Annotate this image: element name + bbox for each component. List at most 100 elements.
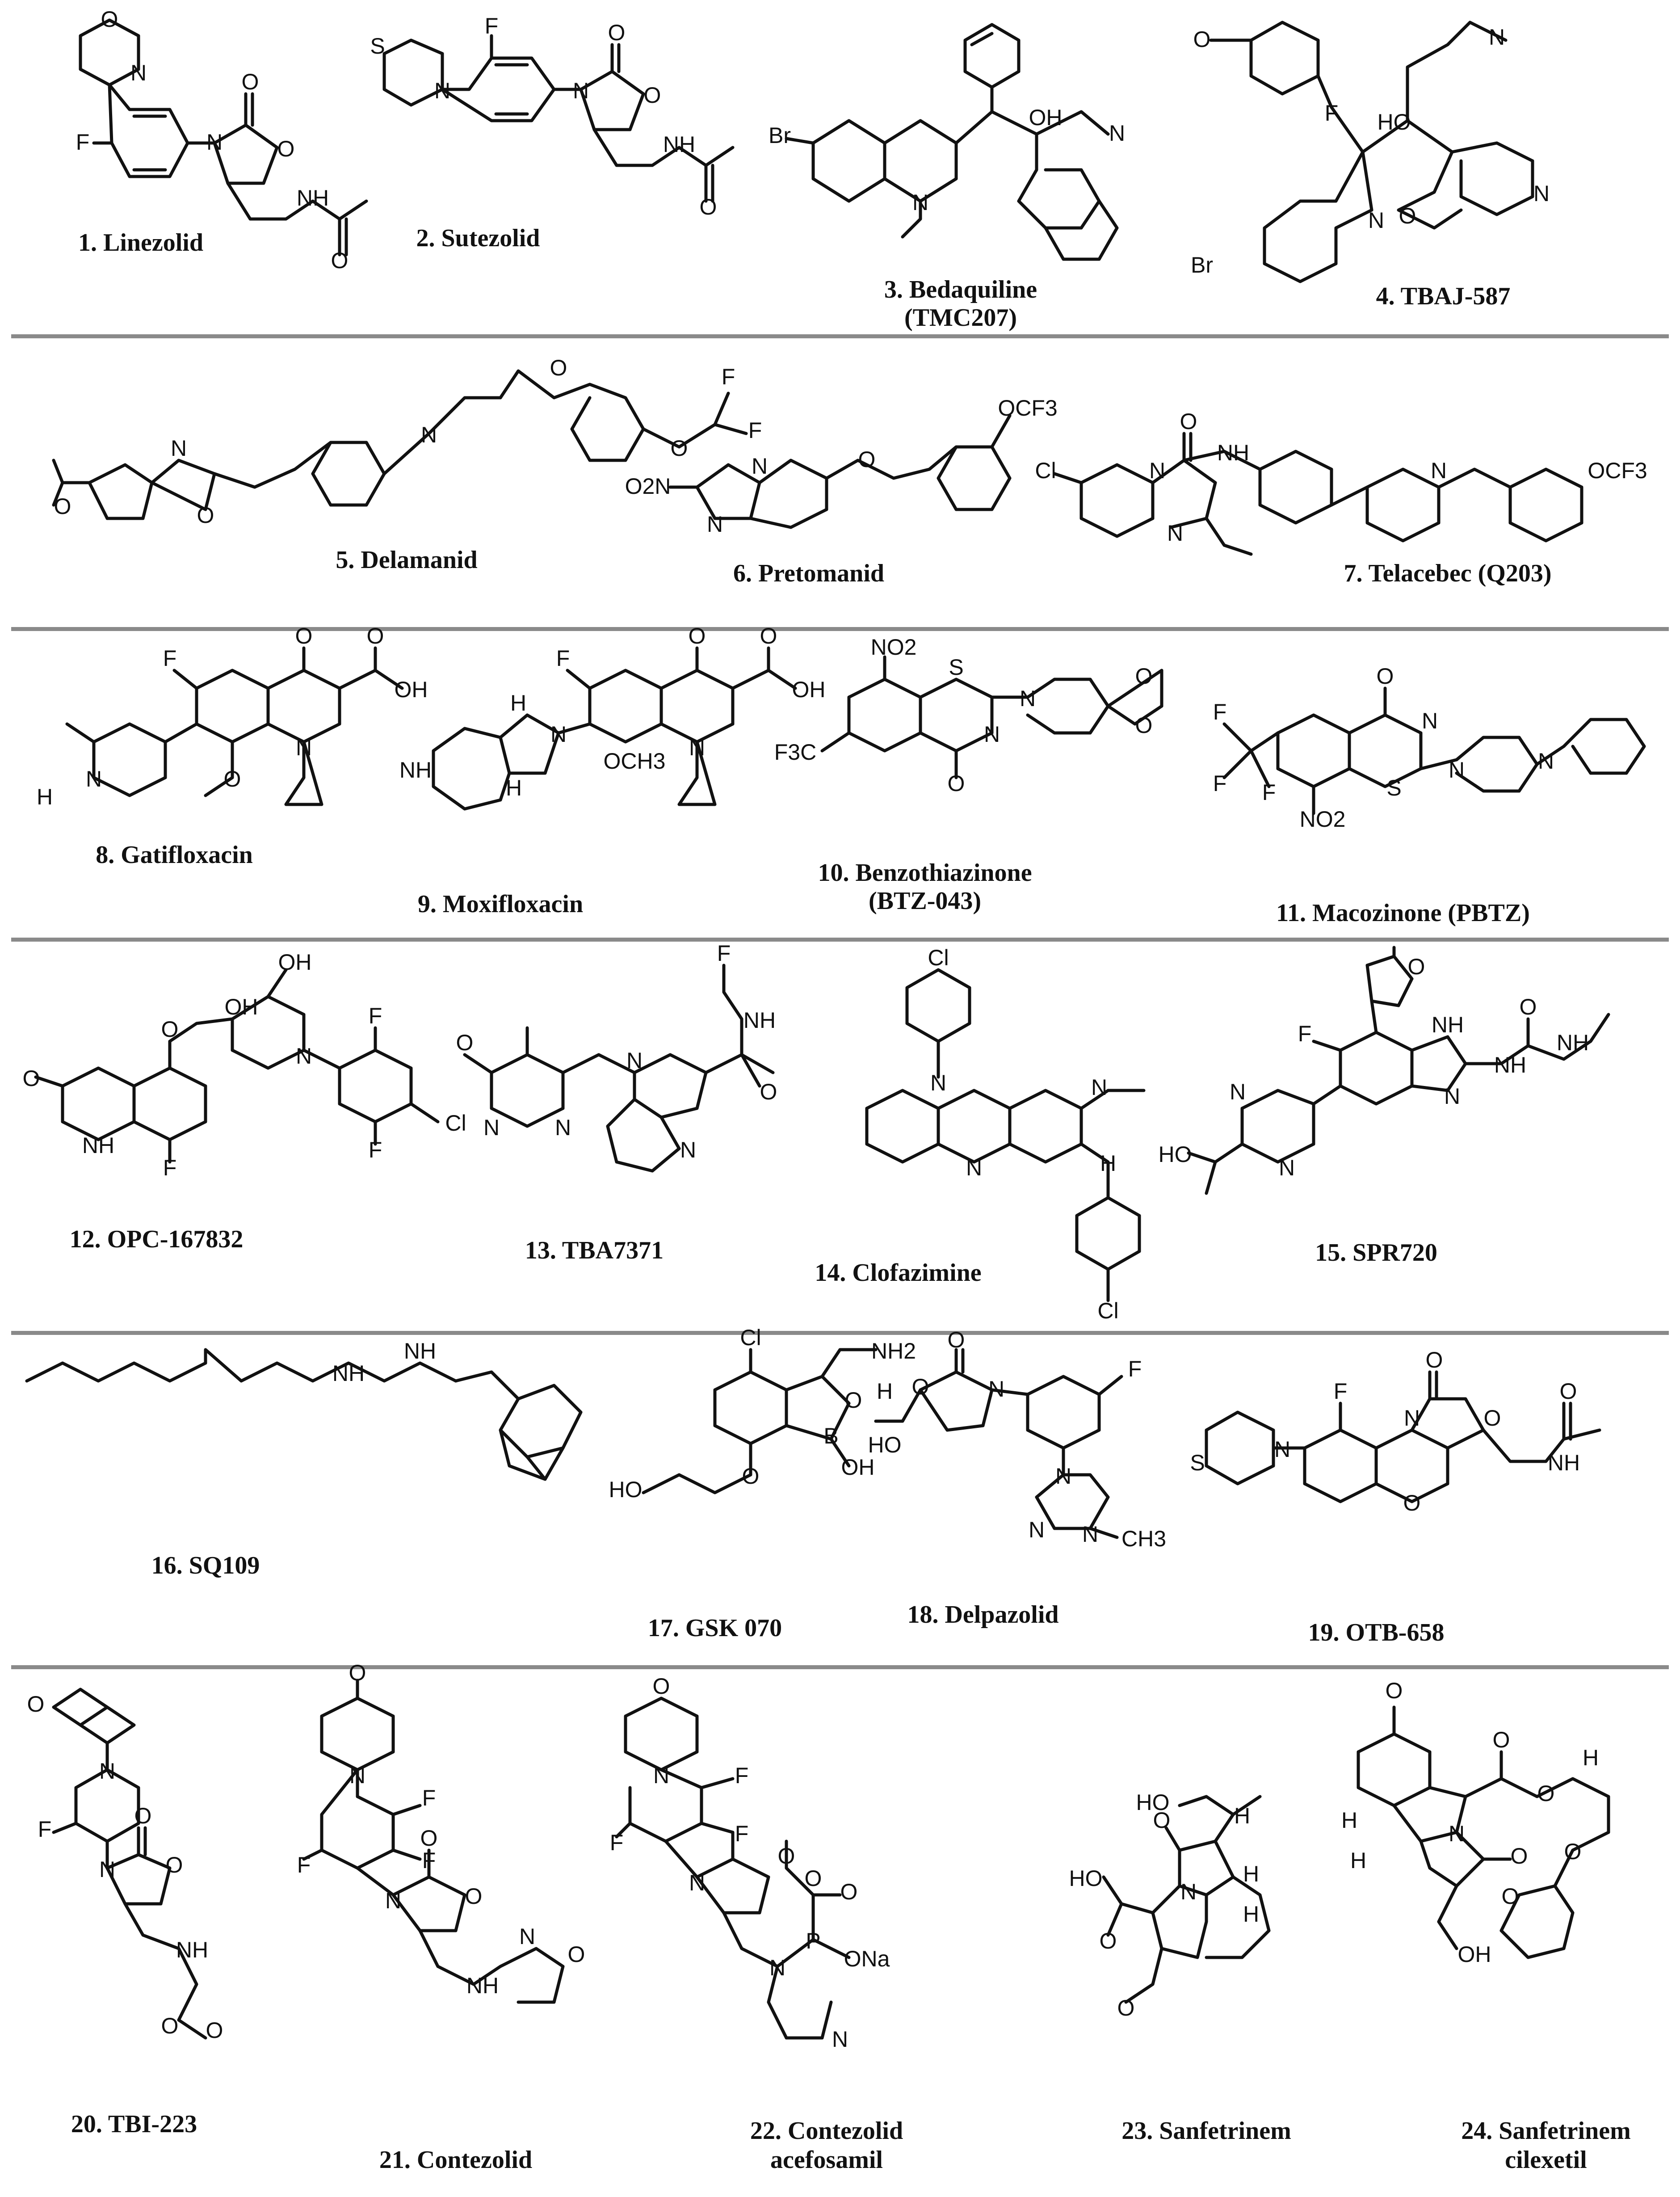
structure-delpazolid: H O O N HO F N N N CH3 bbox=[867, 1327, 1296, 1627]
row-divider bbox=[11, 334, 1669, 338]
atom-label: O bbox=[1426, 1347, 1443, 1372]
compound-caption: 1. Linezolid bbox=[78, 229, 204, 257]
atom-label: NO2 bbox=[871, 635, 917, 660]
atom-label: F bbox=[369, 1137, 382, 1162]
atom-label: F bbox=[748, 418, 762, 443]
compound-caption-line2: (TMC207) bbox=[904, 304, 1017, 332]
atom-label: F bbox=[485, 13, 499, 38]
atom-label: O bbox=[1408, 954, 1425, 979]
atom-label: O bbox=[331, 248, 349, 273]
atom-label: O bbox=[948, 771, 965, 796]
atom-label: HO bbox=[1159, 1142, 1192, 1167]
atom-label: H bbox=[1243, 1861, 1259, 1886]
atom-label: OH bbox=[225, 994, 258, 1019]
atom-label: H bbox=[1234, 1803, 1250, 1828]
structure-clofazimine: Cl N N N H Cl bbox=[822, 945, 1180, 1332]
atom-label: O bbox=[742, 1464, 760, 1489]
structure-tbi223: O N F N O O NH O O bbox=[18, 1680, 286, 2074]
atom-label: NH bbox=[399, 758, 432, 783]
atom-label: O bbox=[1399, 203, 1416, 228]
atom-label: N bbox=[1020, 686, 1036, 711]
atom-label: F bbox=[163, 1155, 177, 1180]
atom-label: O bbox=[101, 7, 118, 32]
compound-caption: 6. Pretomanid bbox=[733, 560, 885, 587]
atom-label: O bbox=[1180, 409, 1197, 434]
atom-label: O bbox=[1193, 27, 1211, 52]
atom-label: F bbox=[1334, 1379, 1348, 1404]
atom-label: N bbox=[519, 1924, 535, 1949]
structure-sanfetrinem: HO O H N H H HO O O bbox=[1063, 1752, 1349, 2092]
atom-label: HO bbox=[1136, 1790, 1170, 1815]
compound-caption: 21. Contezolid bbox=[379, 2146, 533, 2174]
row-divider bbox=[11, 1665, 1669, 1669]
atom-label: O bbox=[420, 1826, 438, 1851]
structure-sq109: NH NH bbox=[18, 1338, 599, 1533]
structure-contezolid: O N F F F N O O NH N O bbox=[297, 1660, 643, 2127]
atom-label: O bbox=[1153, 1808, 1171, 1833]
atom-label: O bbox=[671, 436, 688, 461]
atom-label: H bbox=[37, 784, 53, 809]
atom-label: NH bbox=[466, 1973, 499, 1998]
atom-label: OCF3 bbox=[998, 396, 1057, 421]
structure-contezolid-acefosamil: O N F F F N N P ONa O O O N bbox=[610, 1671, 1063, 2154]
row-divider bbox=[11, 1331, 1669, 1335]
structure-bedaquiline: Br N OH N bbox=[769, 22, 1215, 273]
atom-label: NH bbox=[332, 1361, 365, 1386]
atom-label: O bbox=[1135, 664, 1153, 689]
atom-label: H bbox=[510, 690, 526, 715]
atom-label: O bbox=[206, 2018, 223, 2043]
atom-label: N bbox=[689, 1870, 705, 1895]
atom-label: N bbox=[769, 1955, 785, 1980]
atom-label: H bbox=[506, 775, 522, 800]
atom-label: O bbox=[27, 1692, 45, 1717]
atom-label: OCF3 bbox=[1588, 458, 1647, 483]
atom-label: OH bbox=[792, 677, 826, 702]
atom-label: H bbox=[1243, 1902, 1259, 1927]
atom-label: N bbox=[912, 190, 928, 215]
compound-caption: 7. Telacebec (Q203) bbox=[1344, 560, 1552, 587]
atom-label: N bbox=[385, 1888, 401, 1913]
atom-label: O bbox=[689, 623, 706, 648]
atom-label: O bbox=[367, 623, 384, 648]
atom-label: O bbox=[1564, 1839, 1582, 1864]
atom-label: O bbox=[1520, 994, 1537, 1019]
atom-label: N bbox=[99, 1857, 115, 1882]
structure-opc167832: O NH F O OH OH N F F Cl bbox=[18, 950, 500, 1229]
atom-label: O bbox=[161, 2013, 179, 2038]
atom-label: Cl bbox=[445, 1111, 466, 1136]
atom-label: O bbox=[134, 1803, 152, 1828]
atom-label: N bbox=[1091, 1075, 1107, 1100]
atom-label: O bbox=[1117, 1995, 1135, 2020]
atom-label: N bbox=[1055, 1464, 1071, 1489]
atom-label: F bbox=[556, 646, 570, 671]
atom-label: O bbox=[1135, 713, 1153, 738]
atom-label: O bbox=[277, 136, 295, 161]
atom-label: NH bbox=[1557, 1030, 1589, 1055]
atom-label: NH bbox=[743, 1008, 776, 1033]
atom-label: O bbox=[568, 1942, 585, 1967]
atom-label: O2N bbox=[625, 474, 671, 499]
compound-caption: 9. Moxifloxacin bbox=[417, 890, 584, 918]
atom-label: N bbox=[1489, 25, 1505, 50]
atom-label: F bbox=[422, 1848, 436, 1873]
atom-label: O bbox=[845, 1388, 862, 1413]
atom-label: N bbox=[349, 1763, 365, 1788]
atom-label: OH bbox=[395, 677, 428, 702]
atom-label: F bbox=[1213, 771, 1227, 796]
atom-label: N bbox=[99, 1759, 115, 1784]
atom-label: S bbox=[1386, 775, 1401, 800]
atom-label: O bbox=[778, 1843, 795, 1869]
compound-caption-line2: cilexetil bbox=[1505, 2146, 1587, 2174]
atom-label: F bbox=[38, 1817, 52, 1842]
atom-label: N bbox=[984, 722, 1000, 747]
compound-caption: 18. Delpazolid bbox=[907, 1601, 1059, 1629]
atom-label: N bbox=[296, 1044, 312, 1069]
compound-caption: 13. TBA7371 bbox=[525, 1237, 664, 1264]
atom-label: O bbox=[1511, 1843, 1528, 1869]
atom-label: O bbox=[760, 623, 777, 648]
atom-label: OH bbox=[278, 950, 312, 975]
atom-label: F bbox=[735, 1763, 749, 1788]
atom-label: NH bbox=[1432, 1012, 1464, 1037]
atom-label: N bbox=[1082, 1522, 1098, 1547]
atom-label: O bbox=[1403, 1490, 1421, 1515]
